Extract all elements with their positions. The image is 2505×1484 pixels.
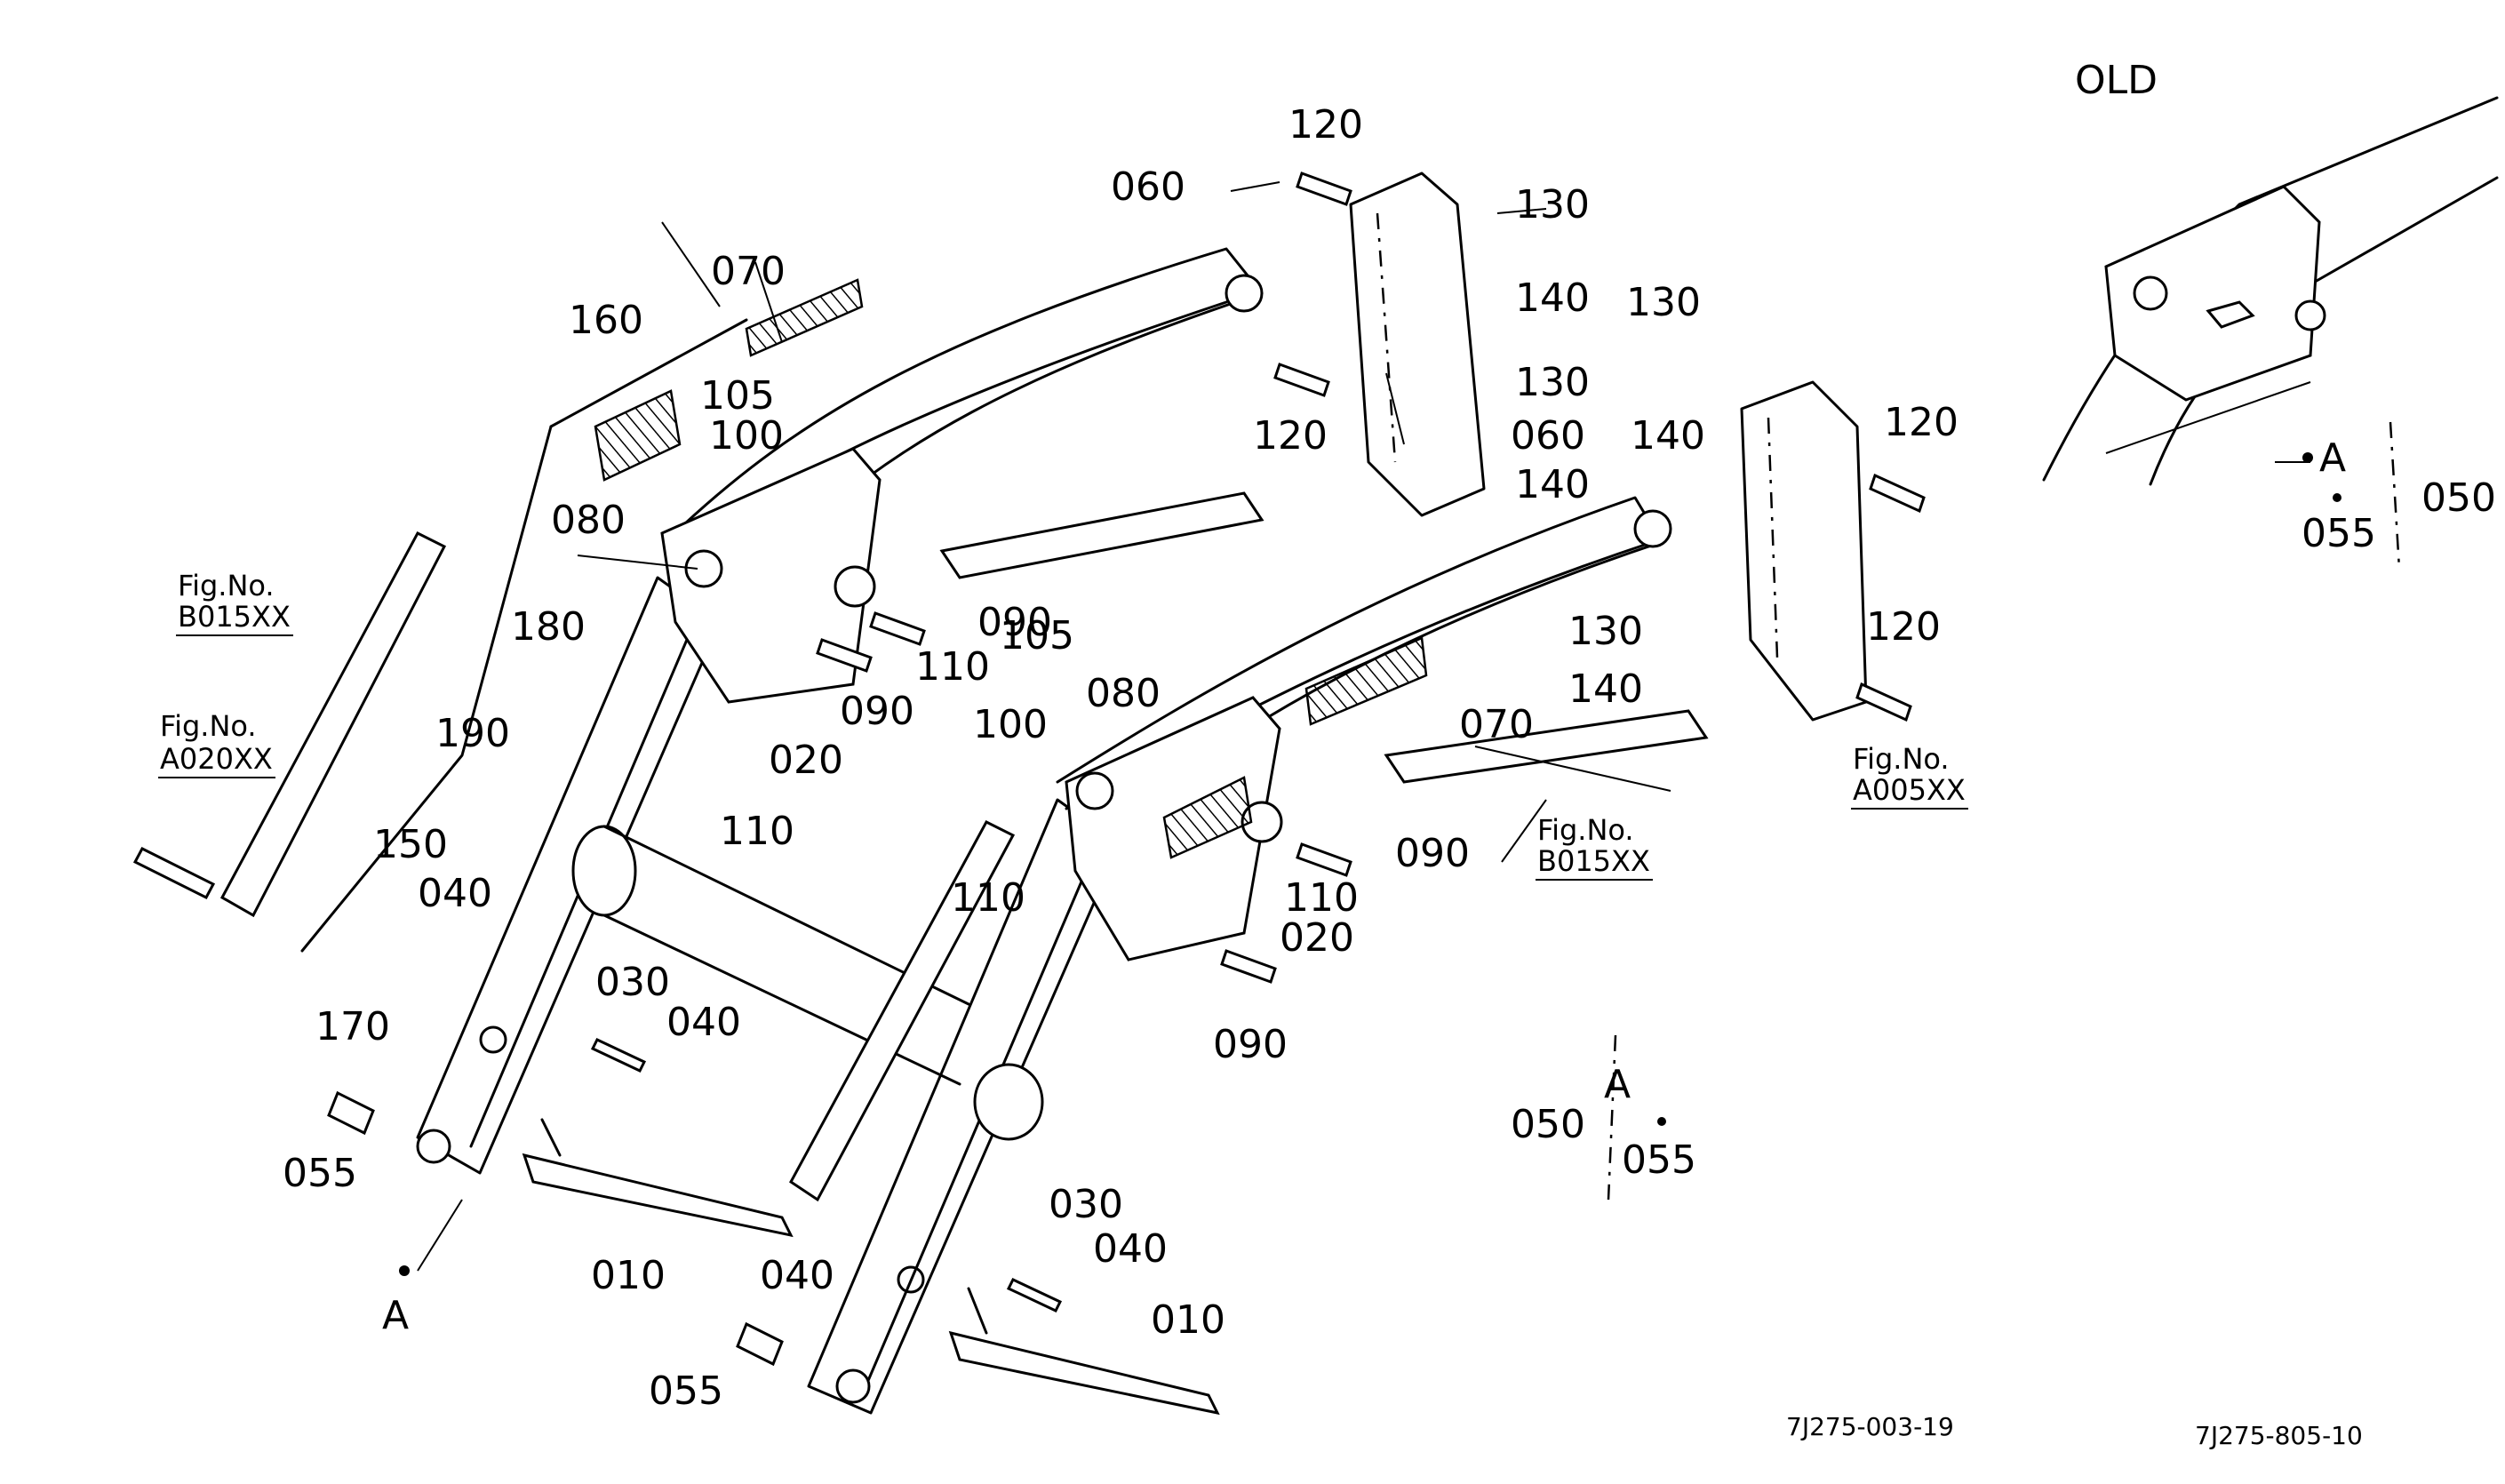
- old-group-dot: [2333, 493, 2341, 502]
- decal-080-right: [1162, 776, 1253, 859]
- label-130-b: 130: [1515, 360, 1590, 405]
- decal-070-right: [1304, 636, 1428, 726]
- label-090: 090: [977, 600, 1052, 645]
- label-old: OLD: [2075, 58, 2158, 103]
- label-080: 080: [551, 498, 626, 543]
- label-040-c: 040: [760, 1253, 834, 1298]
- label-055: 055: [283, 1151, 357, 1196]
- label-110: 110: [915, 644, 990, 690]
- fig-prefix-3: Fig.No.: [1537, 813, 1634, 847]
- label-140-c: 140: [1631, 413, 1705, 459]
- label-105: 105: [700, 373, 775, 419]
- label-130-c: 130: [1626, 280, 1701, 325]
- label-130-d: 130: [1568, 609, 1643, 654]
- fig-ref-a005xx: A005XX: [1853, 773, 1966, 807]
- label-020: 020: [769, 738, 843, 783]
- label-070: 070: [711, 249, 786, 294]
- label-055-old: 055: [2302, 511, 2376, 556]
- label-100-b: 100: [973, 702, 1048, 747]
- old-inset-arm: [2042, 96, 2499, 486]
- bucket-cylinders: [939, 491, 1709, 784]
- lift-cylinders: [219, 531, 1016, 1202]
- fig-ref-b015xx-left: B015XX: [178, 600, 291, 634]
- label-030: 030: [595, 960, 670, 1005]
- label-120-d: 120: [1866, 604, 1941, 650]
- label-060: 060: [1111, 164, 1185, 210]
- label-a-old: A: [2319, 435, 2346, 481]
- indicator-rod: [300, 318, 748, 953]
- label-180: 180: [511, 604, 586, 650]
- label-120-b: 120: [1253, 413, 1328, 459]
- label-080-b: 080: [1086, 671, 1161, 716]
- label-040: 040: [418, 871, 492, 916]
- label-055-group: 055: [1622, 1137, 1696, 1183]
- cross-tube: [571, 825, 970, 1086]
- label-040-d: 040: [1093, 1226, 1168, 1272]
- label-120: 120: [1288, 102, 1363, 148]
- fig-ref-b015xx-right: B015XX: [1537, 844, 1650, 878]
- label-050: 050: [1511, 1102, 1585, 1147]
- label-190: 190: [435, 711, 510, 756]
- group-050-braces: [1607, 421, 2401, 1201]
- label-170: 170: [315, 1004, 390, 1049]
- label-060-b: 060: [1511, 413, 1585, 459]
- label-090-c: 090: [1395, 831, 1470, 876]
- label-105-b: 105: [1000, 613, 1074, 658]
- fig-prefix-2: Fig.No.: [160, 709, 257, 743]
- label-a-group: A: [1604, 1062, 1631, 1107]
- drawing-code-old: 7J275-805-10: [2195, 1421, 2363, 1450]
- pins: [132, 172, 1926, 1367]
- decal-160-left: [594, 389, 682, 482]
- parking-stands: [522, 1118, 1220, 1416]
- label-140-d: 140: [1568, 666, 1643, 712]
- fig-prefix-1: Fig.No.: [178, 569, 275, 602]
- label-030-b: 030: [1049, 1182, 1123, 1227]
- fig-prefix-4: Fig.No.: [1853, 742, 1950, 776]
- label-130: 130: [1515, 182, 1590, 227]
- label-140-b: 140: [1515, 462, 1590, 507]
- label-110-d: 110: [1284, 875, 1359, 921]
- point-a-marker-old: [2302, 452, 2313, 463]
- part-labels: 160 070 120 060 130 140 120 130 140 140 …: [283, 58, 2496, 1414]
- label-055-b: 055: [649, 1368, 723, 1414]
- label-040-b: 040: [666, 1000, 741, 1045]
- label-100: 100: [709, 413, 784, 459]
- point-a-marker: [399, 1265, 410, 1276]
- label-110-c: 110: [951, 875, 1025, 921]
- drawing-code-main: 7J275-003-19: [1786, 1412, 1954, 1441]
- label-010-b: 010: [1151, 1297, 1225, 1343]
- decal-070-left: [745, 278, 864, 357]
- label-050-old: 050: [2421, 475, 2496, 521]
- fig-ref-a020xx: A020XX: [160, 742, 273, 776]
- label-140: 140: [1515, 275, 1590, 321]
- leader-lines: [417, 181, 2311, 1272]
- label-120-c: 120: [1884, 400, 1959, 445]
- figure-references: Fig.No. B015XX Fig.No. A020XX Fig.No. B0…: [158, 569, 1968, 881]
- label-090-b: 090: [840, 689, 914, 734]
- label-150: 150: [373, 822, 448, 867]
- group-dot: [1657, 1117, 1666, 1126]
- label-160: 160: [569, 298, 643, 343]
- label-110-b: 110: [720, 809, 794, 854]
- label-a: A: [382, 1293, 409, 1338]
- label-090-d: 090: [1213, 1022, 1288, 1067]
- label-070-b: 070: [1459, 702, 1534, 747]
- label-020-b: 020: [1280, 915, 1354, 961]
- left-loader-arm: [416, 247, 1264, 1175]
- decals: [594, 278, 1428, 859]
- label-010: 010: [591, 1253, 666, 1298]
